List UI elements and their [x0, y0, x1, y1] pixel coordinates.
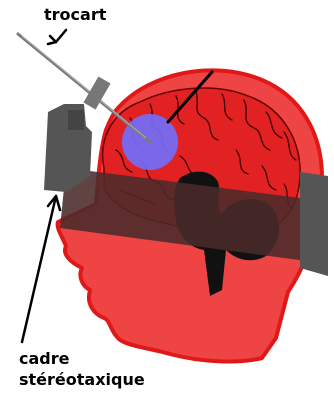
frame-left-clamp: [68, 110, 84, 130]
frame-right-plate: [300, 172, 328, 276]
frame-label-line1: cadre: [19, 351, 69, 367]
frame-label-line2: stéréotaxique: [19, 372, 145, 388]
frame-arrow: [22, 196, 60, 342]
trocar-arrow: [48, 30, 66, 44]
trocart-label: trocart: [44, 7, 106, 23]
